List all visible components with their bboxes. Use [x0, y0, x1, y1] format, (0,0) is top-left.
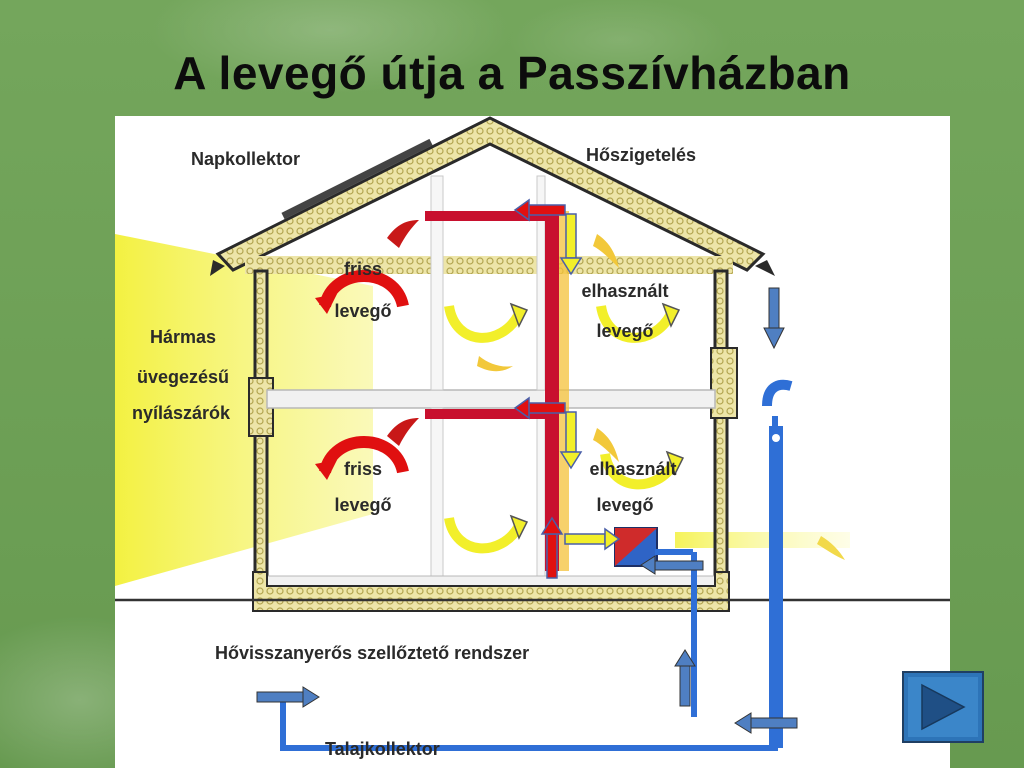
label-window-line1: Hármas [149, 327, 217, 347]
heat-recovery-unit [614, 527, 658, 567]
attic-insulation [245, 256, 733, 274]
supply-duct [425, 211, 569, 571]
label-heat-recovery-system: Hővisszanyerős szellőztető rendszer [215, 643, 530, 663]
roof-insulation [215, 116, 766, 272]
ground-pipe [280, 379, 793, 751]
ground-floor [266, 575, 716, 587]
blue-arrow-left-bottom [734, 712, 798, 734]
label-window-line3: nyílászárók [131, 403, 231, 423]
red-arrow-left-top [513, 198, 566, 222]
red-arrow-left-mid [513, 396, 566, 420]
label-ground-collector: Talajkollektor [325, 739, 440, 759]
label-used-air-bottom-2: levegő [596, 495, 654, 515]
right-wall [713, 269, 729, 578]
label-used-air-top-2: levegő [596, 321, 654, 341]
yellow-arrow-down-top [559, 213, 583, 276]
yellow-arrow-down-mid [559, 411, 583, 470]
solar-collector [281, 138, 433, 220]
blue-arrow-up-pipe [674, 649, 696, 707]
label-fresh-air-top-1: friss [343, 259, 383, 279]
sun-beam [115, 234, 373, 586]
yellow-arrow-right [564, 527, 621, 551]
middle-floor [266, 389, 716, 409]
label-fresh-air-bottom-1: friss [343, 459, 383, 479]
fresh-air-arrow-top [315, 270, 409, 314]
red-arrow-up-bottom [540, 516, 564, 579]
label-solar-collector: Napkollektor [191, 149, 301, 169]
label-window-line2: üvegezésű [136, 367, 230, 387]
play-triangle-icon [902, 671, 984, 743]
blue-arrow-down-right [763, 287, 785, 350]
fresh-air-arrow-bottom [315, 436, 409, 480]
label-insulation: Hőszigetelés [586, 145, 697, 165]
yellow-arrows [444, 304, 680, 554]
blue-arrow-left-house [640, 555, 704, 575]
label-used-air-bottom-1: elhasznált [589, 459, 677, 479]
label-fresh-air-bottom-2: levegő [334, 495, 392, 515]
passive-house-diagram: Napkollektor Hőszigetelés Hármas üvegezé… [115, 116, 950, 768]
next-slide-button[interactable] [902, 671, 984, 743]
blue-arrow-right-pipe [256, 686, 320, 708]
label-used-air-top-1: elhasznált [581, 281, 669, 301]
label-fresh-air-top-2: levegő [334, 301, 392, 321]
house-cross-section [115, 116, 950, 751]
slide-title: A levegő útja a Passzívházban [173, 47, 851, 99]
